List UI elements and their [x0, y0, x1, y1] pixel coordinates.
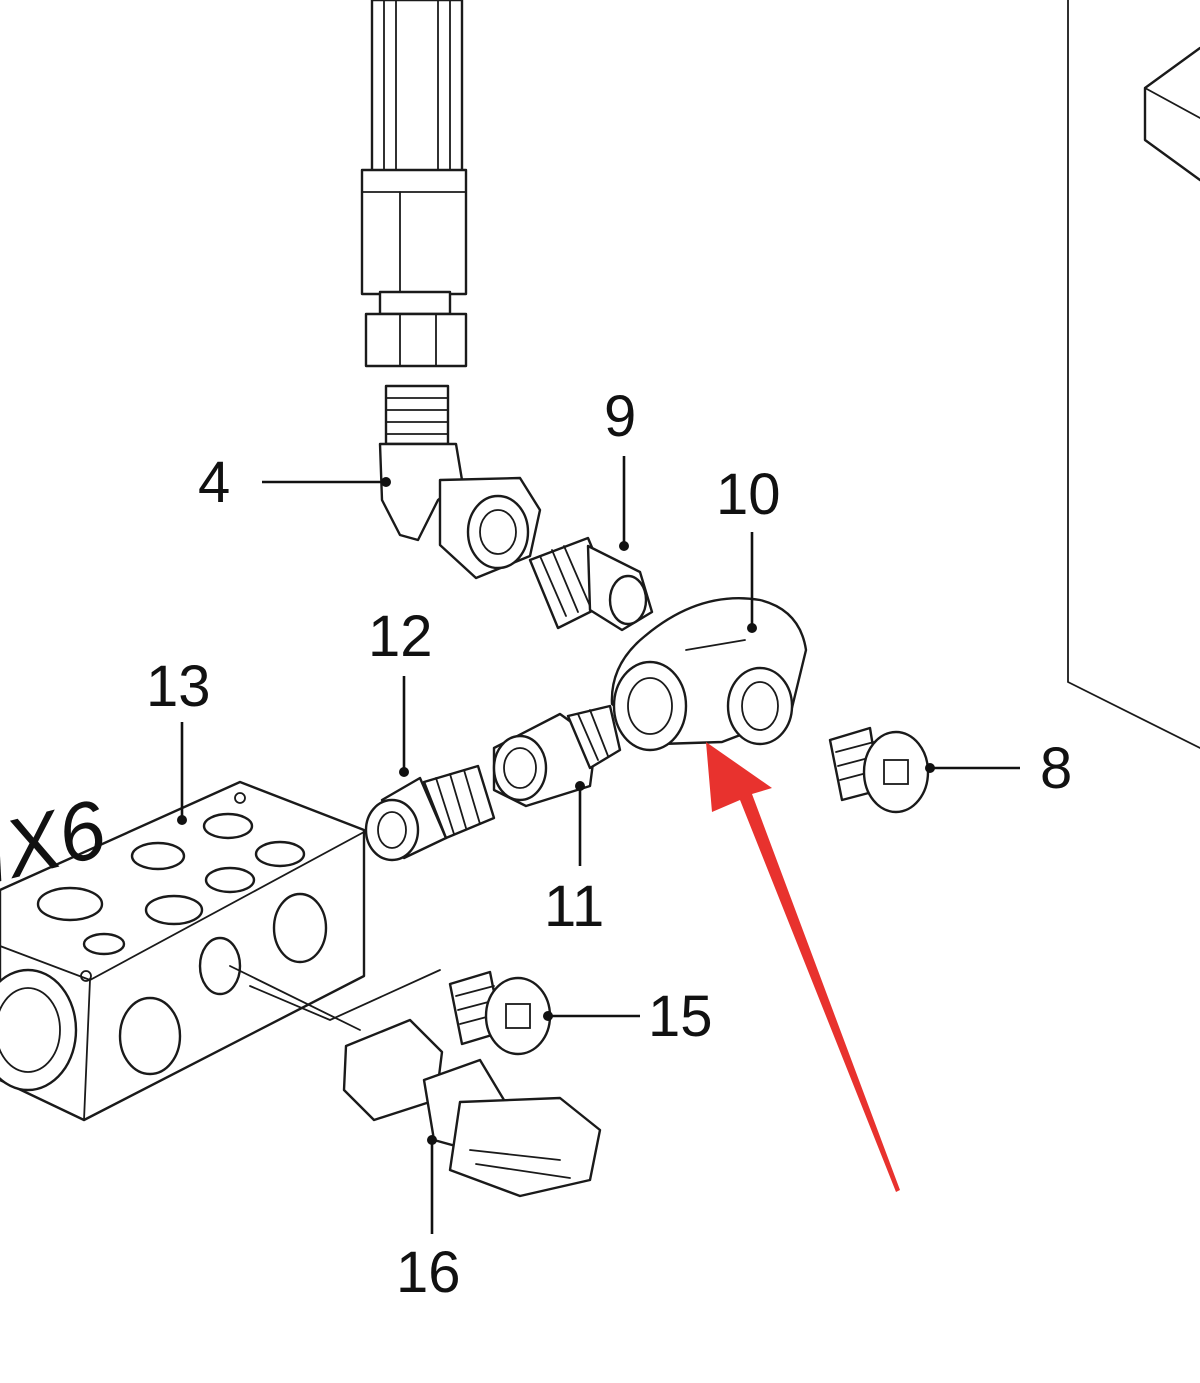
callout-4: 4 [198, 450, 230, 515]
callout-13: 13 [146, 654, 211, 719]
callout-labels: 4 9 10 12 13 8 11 15 16 [146, 384, 1072, 1305]
connection-line [229, 965, 441, 1031]
callout-10: 10 [716, 462, 781, 527]
plug-part-8 [828, 726, 930, 814]
tee-fitting-part-10 [610, 597, 808, 752]
screw-plug-part-15 [448, 970, 552, 1056]
manifold-block-part-13 [0, 780, 366, 1122]
callout-11: 11 [544, 874, 604, 939]
callout-8: 8 [1040, 736, 1072, 801]
callout-12: 12 [368, 604, 433, 669]
braided-hose [360, 0, 468, 368]
threaded-nipple-part-9 [528, 536, 654, 632]
highlight-arrow [706, 742, 900, 1192]
callout-9: 9 [604, 384, 636, 449]
leader-lines [177, 456, 1020, 1234]
sensor-part-16 [342, 1018, 602, 1198]
elbow-fitting-part-4 [378, 384, 542, 580]
union-fitting-part-11 [492, 704, 622, 808]
threaded-nipple-part-12 [364, 764, 496, 862]
mounting-plate [1067, 0, 1200, 749]
callout-15: 15 [648, 984, 713, 1049]
callout-16: 16 [396, 1240, 461, 1305]
